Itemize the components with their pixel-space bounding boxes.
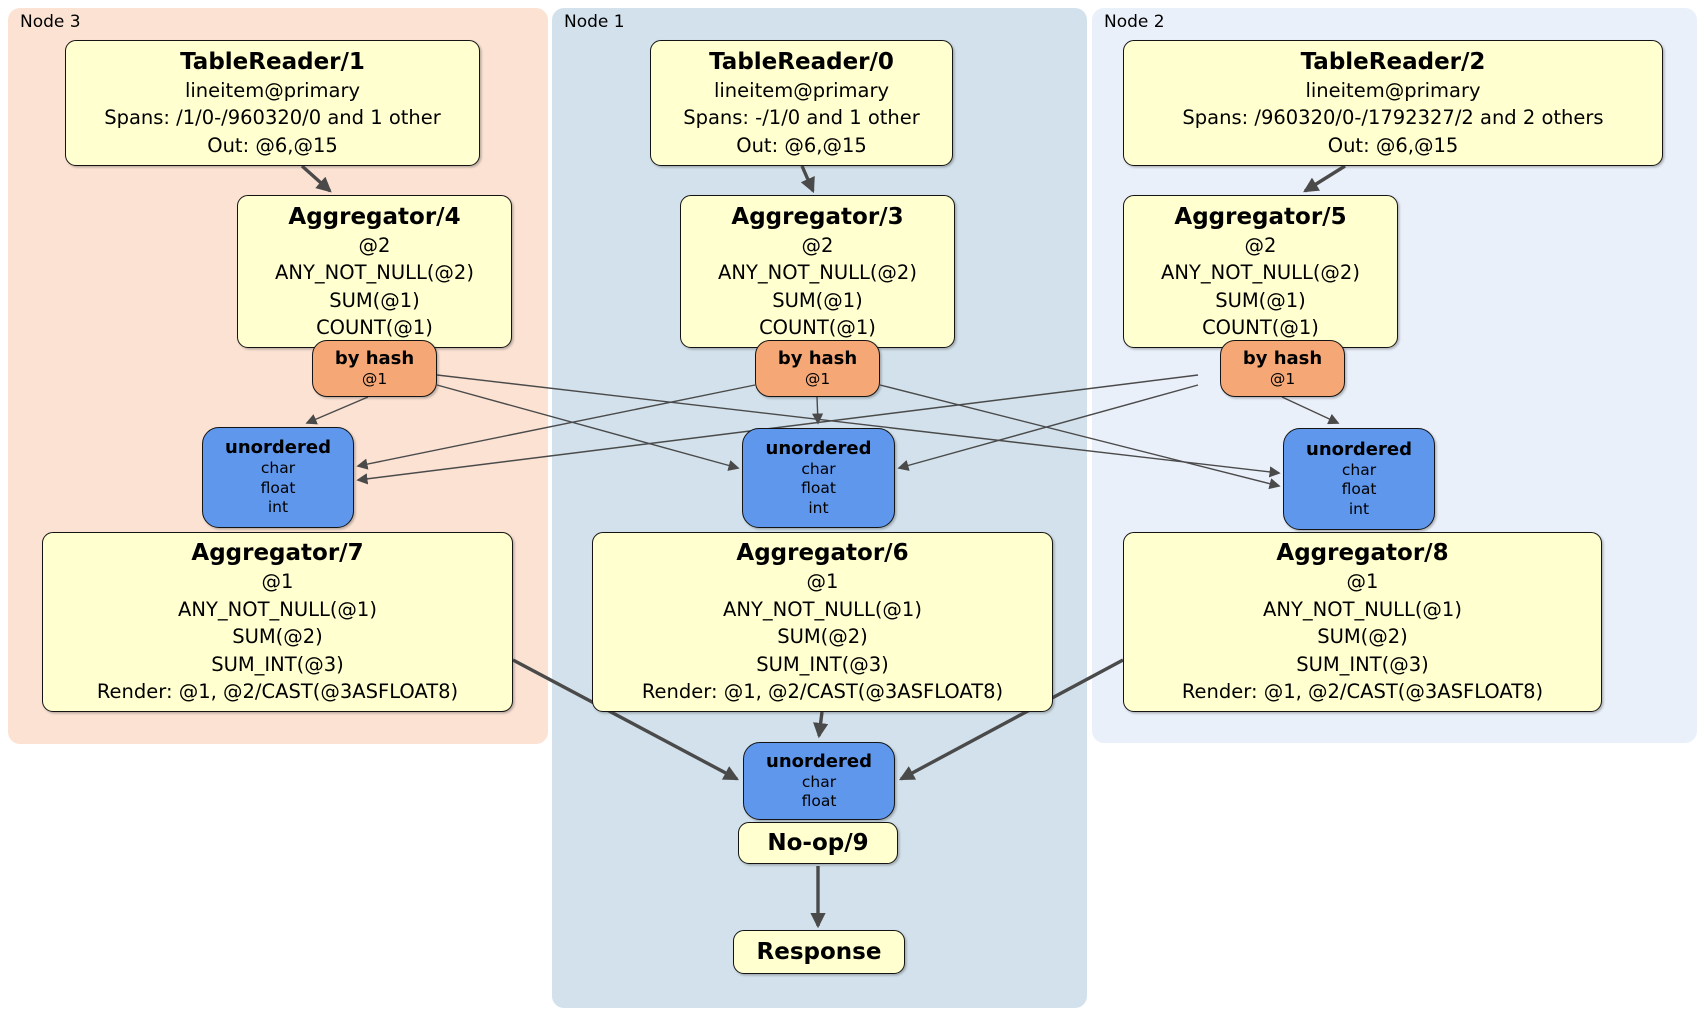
edge-tablereader0-aggregator3 — [800, 165, 815, 194]
hash-router-node2: by hash @1 — [1220, 340, 1345, 397]
response-title: Response — [756, 939, 882, 965]
edge-aggregator6-final-sync — [813, 711, 829, 739]
node3-label: Node 3 — [20, 12, 81, 32]
node2-label: Node 2 — [1104, 12, 1165, 32]
edge-tablereader2-aggregator5 — [1303, 164, 1346, 193]
edge-hash1-sync2 — [879, 384, 1281, 490]
aggregator-8-title: Aggregator/8 — [1276, 540, 1449, 567]
edge-hash3-sync3 — [305, 396, 369, 425]
hash-router-node1: by hash @1 — [755, 340, 880, 397]
edge-hash2-sync3 — [356, 374, 1199, 485]
aggregator-7-title: Aggregator/7 — [191, 540, 364, 567]
noop-9-box: No-op/9 — [738, 822, 898, 864]
edge-aggregator7-final-sync — [512, 658, 740, 781]
unordered-sync-node2-title: unordered — [1306, 438, 1412, 460]
hash-router-node3: by hash @1 — [312, 340, 437, 397]
response-box: Response — [733, 930, 905, 974]
edge-hash3-sync2 — [436, 374, 1281, 478]
hash-router-node2-details: @1 — [1269, 369, 1296, 388]
aggregator-6-title: Aggregator/6 — [736, 540, 909, 567]
edge-hash1-sync1 — [812, 396, 824, 425]
node1-label: Node 1 — [564, 12, 625, 32]
edge-tablereader1-aggregator4 — [300, 164, 332, 193]
tablereader-2-title: TableReader/2 — [1300, 48, 1486, 75]
unordered-sync-node3-title: unordered — [225, 437, 331, 459]
edge-hash2-sync1 — [897, 384, 1199, 471]
hash-router-node3-title: by hash — [334, 347, 415, 369]
tablereader-0-title: TableReader/0 — [709, 48, 894, 75]
edge-hash1-sync3 — [356, 384, 756, 470]
hash-router-node1-details: @1 — [804, 369, 831, 388]
aggregator-4-title: Aggregator/4 — [288, 203, 461, 230]
hash-router-node2-title: by hash — [1242, 347, 1323, 369]
hash-router-node3-details: @1 — [361, 369, 388, 388]
aggregator-3-title: Aggregator/3 — [731, 203, 904, 230]
tablereader-1-title: TableReader/1 — [180, 48, 365, 75]
unordered-sync-node1-title: unordered — [765, 437, 872, 459]
hash-router-node1-title: by hash — [777, 347, 858, 369]
edge-aggregator8-final-sync — [898, 658, 1124, 781]
noop-9-title: No-op/9 — [767, 830, 869, 856]
aggregator-5-title: Aggregator/5 — [1174, 203, 1347, 230]
unordered-sync-final-title: unordered — [766, 750, 872, 772]
edge-hash2-sync2 — [1281, 396, 1340, 425]
edge-hash3-sync1 — [436, 384, 740, 471]
